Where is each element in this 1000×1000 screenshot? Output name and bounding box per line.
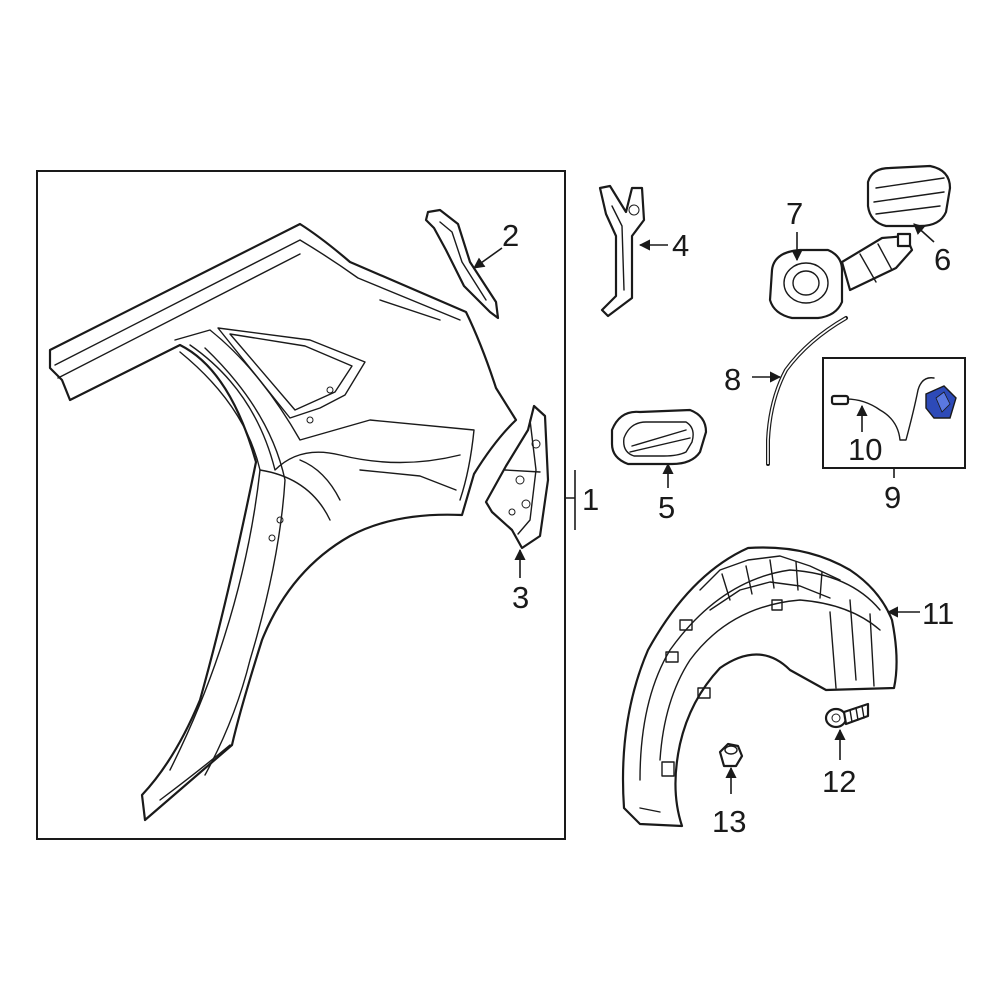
callout-11: 11 — [922, 596, 954, 631]
callout-3: 3 — [512, 580, 529, 615]
callout-10: 10 — [848, 432, 882, 467]
fuel-door-seal — [610, 408, 708, 466]
pillar-reinforcement — [598, 184, 646, 318]
nut — [718, 742, 744, 768]
callout-5: 5 — [658, 490, 675, 525]
callout-1: 1 — [582, 482, 599, 517]
screw — [824, 702, 870, 729]
callout-8: 8 — [724, 362, 741, 397]
callout-6: 6 — [934, 242, 951, 277]
assembly-frame-box — [36, 170, 566, 840]
drain-hose — [766, 316, 848, 466]
callout-2: 2 — [502, 218, 519, 253]
fuel-door-actuator — [830, 377, 957, 441]
callout-7: 7 — [786, 196, 803, 231]
quarter-panel — [48, 222, 518, 822]
fuel-door — [866, 164, 952, 228]
callout-4: 4 — [672, 228, 689, 263]
lamp-pocket-bracket — [484, 404, 550, 550]
leader-lines — [473, 223, 935, 794]
callout-12: 12 — [822, 764, 856, 799]
callout-9: 9 — [884, 480, 901, 515]
upper-bracket — [424, 208, 500, 320]
callout-13: 13 — [712, 804, 746, 839]
filler-housing — [768, 232, 914, 320]
